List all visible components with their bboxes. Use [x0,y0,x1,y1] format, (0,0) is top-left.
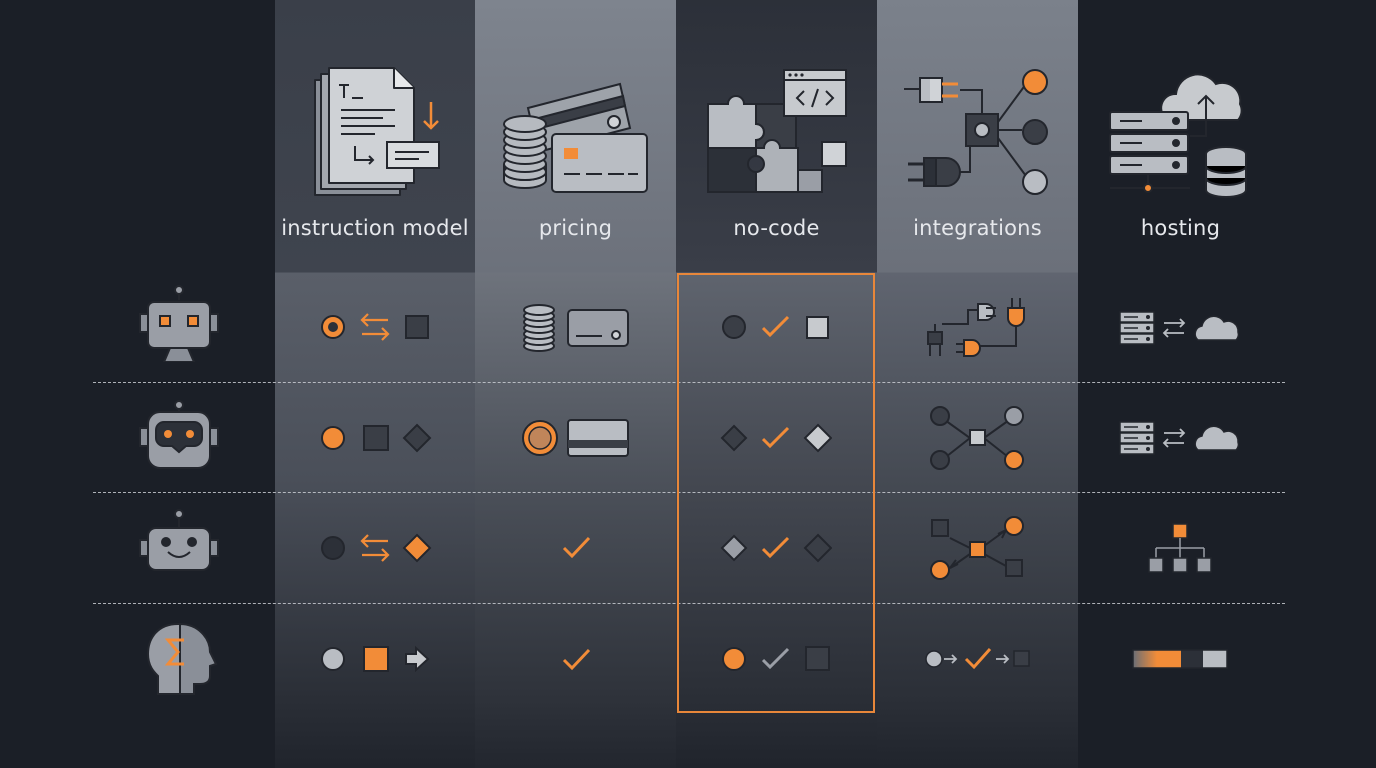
cell-no-code-r1 [722,315,829,339]
cell-hosting-r3-hierarchy [1148,523,1212,573]
robot-smile-icon [139,509,219,571]
no-code-highlight-frame [677,273,875,713]
documents-icon [314,67,440,196]
cell-no-code-r4 [722,646,830,671]
cell-integrations-r3 [930,516,1024,580]
header-pricing: pricing [538,216,613,240]
cell-instruction-model-r4 [321,645,430,673]
cell-no-code-r3 [720,533,832,563]
server-cloud-icon [1109,73,1247,198]
row-divider-2 [93,492,1285,493]
cell-hosting-r4-bar [1132,649,1228,669]
cell-pricing-r2 [522,419,629,457]
cell-integrations-r2 [930,406,1024,470]
row-divider-3 [93,603,1285,604]
cell-pricing-r1 [523,304,629,352]
cell-instruction-model-r3 [321,533,432,563]
cell-hosting-r1 [1119,311,1240,345]
sigma-head-icon [146,622,218,695]
cell-pricing-r4-check [562,648,591,671]
plugs-network-icon [904,69,1048,195]
header-instruction-model: instruction model [281,216,469,240]
header-no-code: no-code [733,216,820,240]
cell-instruction-model-r2 [321,423,432,453]
row-divider-1 [93,382,1285,383]
robot-icon [139,285,219,362]
cell-pricing-r3-check [562,536,591,559]
header-integrations: integrations [913,216,1042,240]
cell-instruction-model-r1 [321,313,429,341]
cell-hosting-r2 [1119,421,1240,455]
header-hosting: hosting [1140,216,1221,240]
puzzle-code-icon [707,69,847,193]
robot-goggles-icon [139,400,219,469]
cell-integrations-r4 [925,648,1030,670]
cell-no-code-r2 [720,423,832,453]
credit-card-icon [503,82,648,193]
cell-integrations-r1 [927,298,1025,357]
